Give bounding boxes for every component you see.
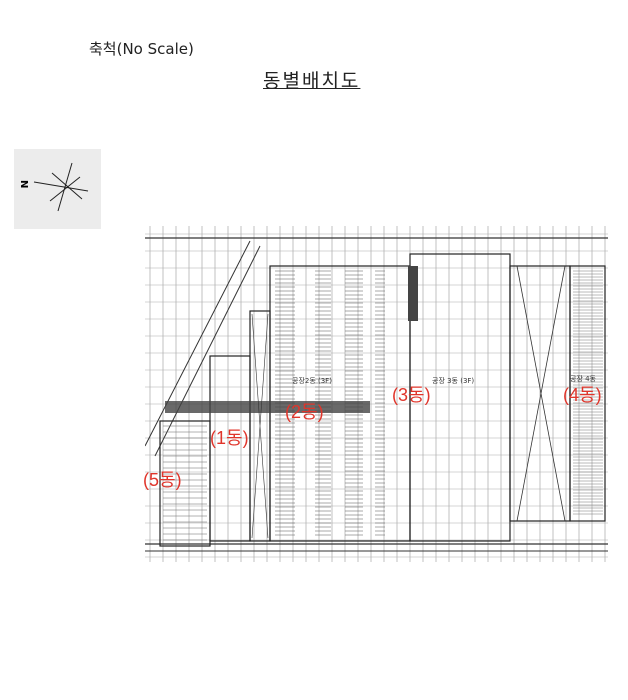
page-title: 동별배치도 — [263, 70, 361, 92]
north-arrow-compass-icon: N — [14, 149, 101, 229]
building-label-3: (3동) — [392, 385, 431, 405]
factory4-text: 공장 4동 — [570, 375, 596, 383]
building-label-2: (2동) — [285, 402, 324, 422]
road-line — [144, 240, 251, 447]
corridor — [165, 401, 370, 413]
site-plan-svg — [144, 226, 608, 562]
cross-mark — [251, 313, 269, 539]
building-label-4: (4동) — [563, 385, 602, 405]
building-label-1: (1동) — [210, 428, 249, 448]
site-layout-drawing: 공장 3동 (3F) 공장 4동 공장2동 (3F) (1동) (2동) (3동… — [143, 226, 608, 562]
scale-note: 축척(No Scale) — [89, 40, 194, 58]
building-label-5: (5동) — [143, 470, 182, 490]
cross-mark — [516, 265, 566, 522]
factory2-text: 공장2동 (3F) — [292, 377, 332, 385]
compass-letter: N — [18, 180, 29, 188]
factory3-text: 공장 3동 (3F) — [432, 377, 475, 385]
stair-block — [408, 266, 418, 321]
building-4 — [569, 265, 606, 522]
